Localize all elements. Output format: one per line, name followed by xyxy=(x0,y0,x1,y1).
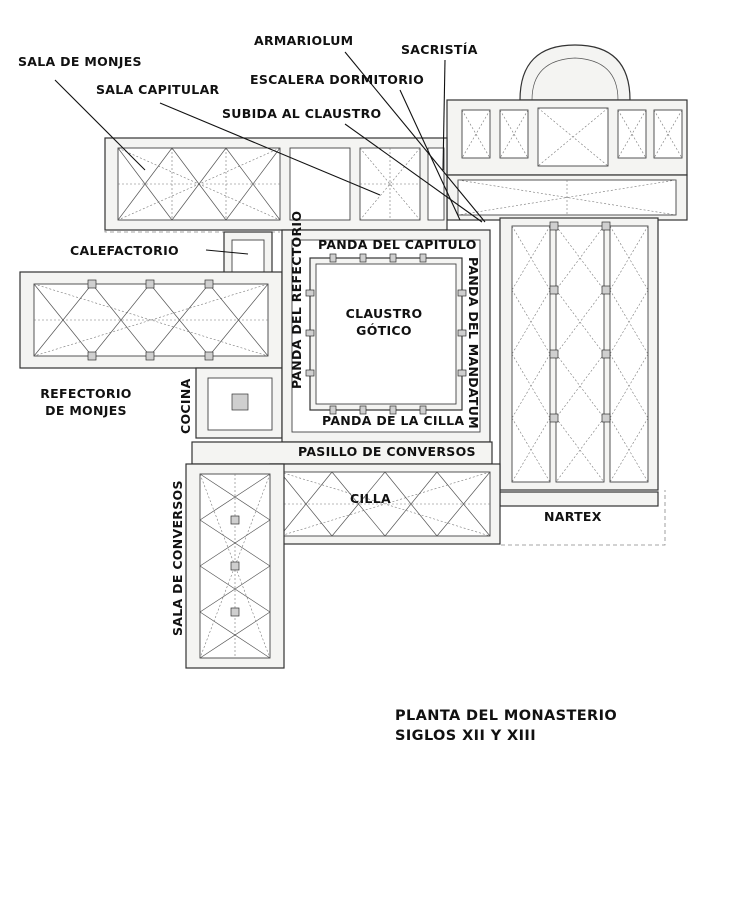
cloister xyxy=(281,229,491,443)
label-gotico: GÓTICO xyxy=(356,323,412,338)
label-cocina: COCINA xyxy=(178,378,193,434)
plan-title: PLANTA DEL MONASTERIO SIGLOS XII Y XIII xyxy=(395,708,617,744)
leader-lines xyxy=(54,51,486,255)
nave-vaults xyxy=(511,225,649,483)
label-sala-monjes: SALA DE MONJES xyxy=(18,54,142,69)
chapels xyxy=(461,107,683,167)
church xyxy=(446,44,688,546)
label-panda-capitulo: PANDA DEL CAPITULO xyxy=(318,237,477,252)
labels: SALA DE MONJES SALA CAPITULAR ARMARIOLUM… xyxy=(18,33,602,636)
label-panda-mandatum: PANDA DEL MANDATUM xyxy=(466,257,481,429)
label-de-monjes: DE MONJES xyxy=(45,403,127,418)
label-panda-cilla: PANDA DE LA CILLA xyxy=(322,413,464,428)
label-panda-refectorio: PANDA DEL REFECTORIO xyxy=(289,211,304,389)
sala-conversos-room xyxy=(185,463,285,669)
label-pasillo-conversos: PASILLO DE CONVERSOS xyxy=(298,444,476,459)
label-calefactorio: CALEFACTORIO xyxy=(70,243,179,258)
label-sala-conversos: SALA DE CONVERSOS xyxy=(170,480,185,636)
cloister-buttresses xyxy=(305,253,467,415)
label-armariolum: ARMARIOLUM xyxy=(254,33,353,48)
label-cilla: CILLA xyxy=(350,491,391,506)
cocina-room xyxy=(195,367,283,439)
title-line-1: PLANTA DEL MONASTERIO xyxy=(395,708,617,724)
label-sala-capitular: SALA CAPITULAR xyxy=(96,82,220,97)
label-nartex: NARTEX xyxy=(544,509,602,524)
nave-piers xyxy=(549,221,611,423)
label-refectorio: REFECTORIO xyxy=(40,386,131,401)
refectorio xyxy=(19,271,283,369)
label-escalera-dormitorio: ESCALERA DORMITORIO xyxy=(250,72,424,87)
label-sacristia: SACRISTÍA xyxy=(401,42,478,57)
east-range xyxy=(104,137,448,233)
title-line-2: SIGLOS XII Y XIII xyxy=(395,728,536,744)
label-subida-claustro: SUBIDA AL CLAUSTRO xyxy=(222,106,381,121)
label-claustro: CLAUSTRO xyxy=(346,306,423,321)
